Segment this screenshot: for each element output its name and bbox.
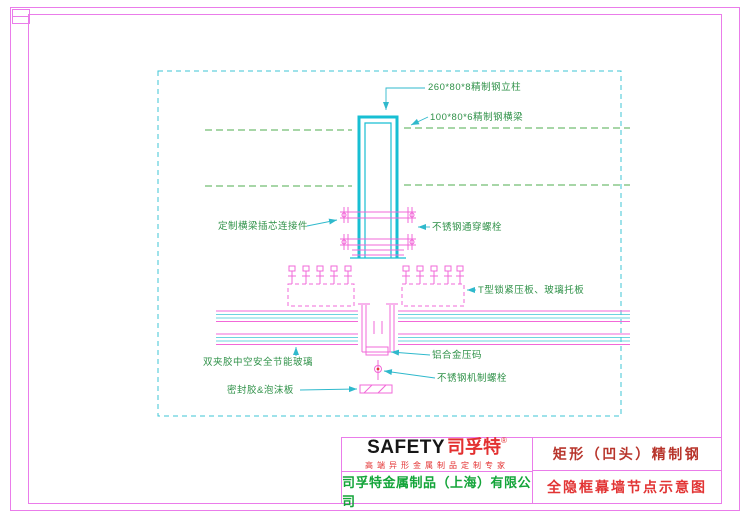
brand-name-cn: 司孚特 bbox=[447, 437, 502, 457]
brand-logo-cell: SAFETY 司孚特 ® 高端异形金属制品定制专家 bbox=[342, 436, 532, 472]
t-plate-dashed-boxes bbox=[287, 283, 465, 307]
insert-connector bbox=[340, 207, 416, 256]
brand-logo: SAFETY 司孚特 ® bbox=[367, 436, 507, 458]
brand-slogan: 高端异形金属制品定制专家 bbox=[365, 461, 509, 470]
annotation-column: 260*80*8精制钢立柱 bbox=[428, 82, 522, 93]
annotation-alu-block: 铝合金压码 bbox=[432, 350, 483, 361]
annotation-beam: 100*80*6精制钢横梁 bbox=[430, 112, 524, 123]
beam-hidden-lines bbox=[205, 127, 630, 187]
annotation-machine-bolt: 不锈钢机制螺栓 bbox=[437, 373, 508, 384]
sheet-outer-border bbox=[10, 7, 740, 511]
title-block-left: SAFETY 司孚特 ® 高端异形金属制品定制专家 司孚特金属制品（上海）有限公… bbox=[342, 436, 533, 509]
product-type: 矩形（凹头）精制钢 bbox=[533, 438, 721, 471]
annotation-connector: 定制横梁插芯连接件 bbox=[218, 221, 309, 232]
registered-mark: ® bbox=[501, 436, 507, 445]
glass-center-joint bbox=[358, 303, 398, 353]
foam-board bbox=[359, 384, 393, 394]
glass-panels bbox=[216, 310, 630, 346]
brand-name-en: SAFETY bbox=[367, 437, 446, 458]
leader-lines bbox=[293, 87, 476, 393]
drawing-title: 全隐框幕墙节点示意图 bbox=[547, 481, 707, 496]
aluminum-pressure-block bbox=[365, 346, 389, 356]
detail-boundary-dashed bbox=[157, 70, 622, 417]
annotation-through-bolt: 不锈钢通穿螺栓 bbox=[432, 222, 503, 233]
title-block: SAFETY 司孚特 ® 高端异形金属制品定制专家 司孚特金属制品（上海）有限公… bbox=[341, 436, 722, 509]
steel-column-profile bbox=[350, 115, 406, 259]
annotation-glass: 双夹胶中空安全节能玻璃 bbox=[203, 357, 314, 368]
machine-bolt bbox=[374, 360, 382, 380]
sheet-corner-mark bbox=[12, 9, 30, 24]
title-block-right: 矩形（凹头）精制钢 全隐框幕墙节点示意图 bbox=[533, 438, 721, 503]
annotation-t-plate: T型锁紧压板、玻璃托板 bbox=[478, 285, 585, 296]
company-name: 司孚特金属制品（上海）有限公司 bbox=[342, 475, 532, 509]
t-plate-bolts bbox=[288, 265, 464, 284]
annotation-sealant: 密封胶&泡沫板 bbox=[227, 385, 294, 396]
